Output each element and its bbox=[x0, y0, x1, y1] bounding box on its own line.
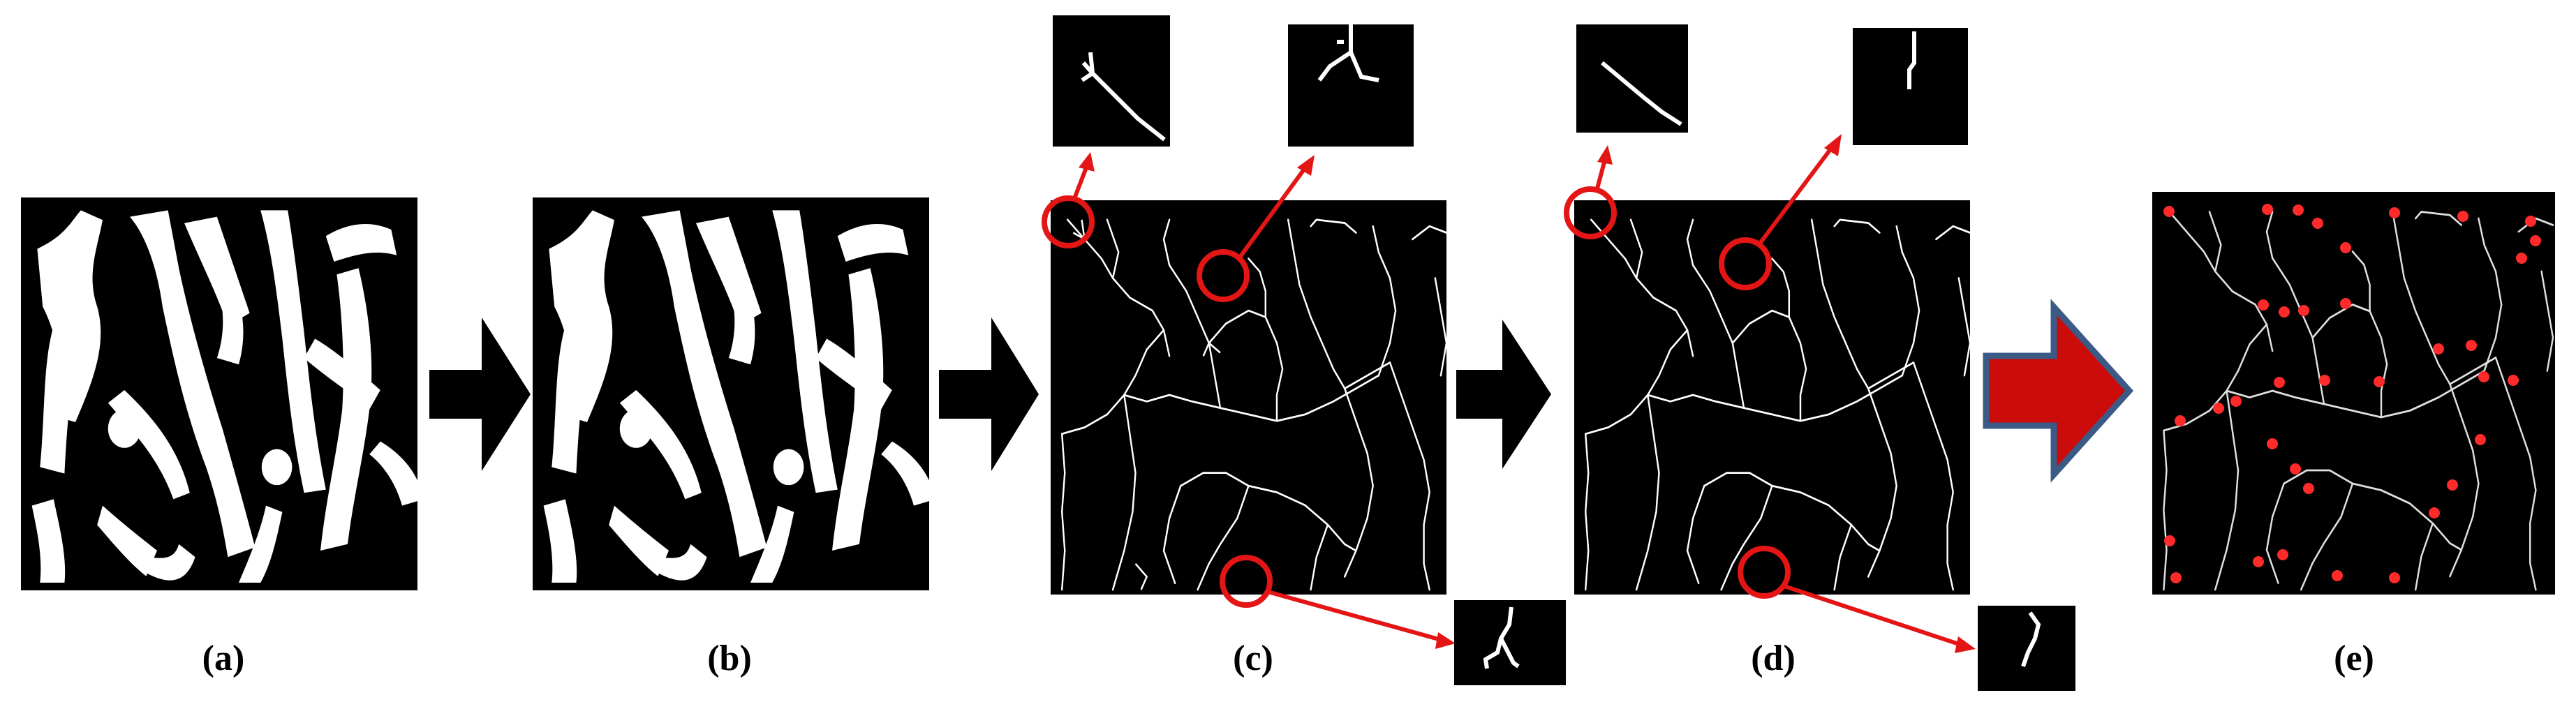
block-arrow-right-icon bbox=[429, 318, 531, 471]
panel-b-image bbox=[533, 197, 936, 590]
zoom-inset bbox=[1576, 24, 1688, 133]
red-circle-callout-icon bbox=[1042, 152, 1095, 248]
panel-b-label: (b) bbox=[707, 638, 752, 678]
panel-d-label: (d) bbox=[1751, 638, 1796, 678]
red-circle-callout-icon bbox=[1719, 134, 1842, 290]
panel-c-image bbox=[1051, 200, 1448, 595]
panel-a-label: (a) bbox=[202, 638, 245, 678]
graph-nodes bbox=[2163, 204, 2541, 583]
red-circle-callout-icon bbox=[1197, 155, 1315, 302]
panel-e-label: (e) bbox=[2334, 638, 2374, 678]
panel-e-image bbox=[2152, 192, 2555, 595]
panel-d-image bbox=[1574, 200, 1971, 595]
panel-c-label: (c) bbox=[1233, 638, 1273, 678]
panel-a-image bbox=[21, 197, 424, 590]
red-circle-callout-icon bbox=[1564, 145, 1617, 239]
block-arrow-right-icon bbox=[1456, 320, 1551, 469]
block-arrow-right-red-icon bbox=[1983, 299, 2134, 483]
zoom-inset bbox=[1853, 28, 1968, 145]
red-circle-callout-icon bbox=[1220, 555, 1456, 649]
zoom-inset bbox=[1978, 606, 2075, 691]
red-circle-callout-icon bbox=[1738, 546, 1976, 653]
zoom-inset bbox=[1053, 15, 1170, 147]
zoom-inset bbox=[1288, 24, 1414, 147]
zoom-inset bbox=[1454, 600, 1566, 685]
block-arrow-right-icon bbox=[939, 318, 1039, 471]
